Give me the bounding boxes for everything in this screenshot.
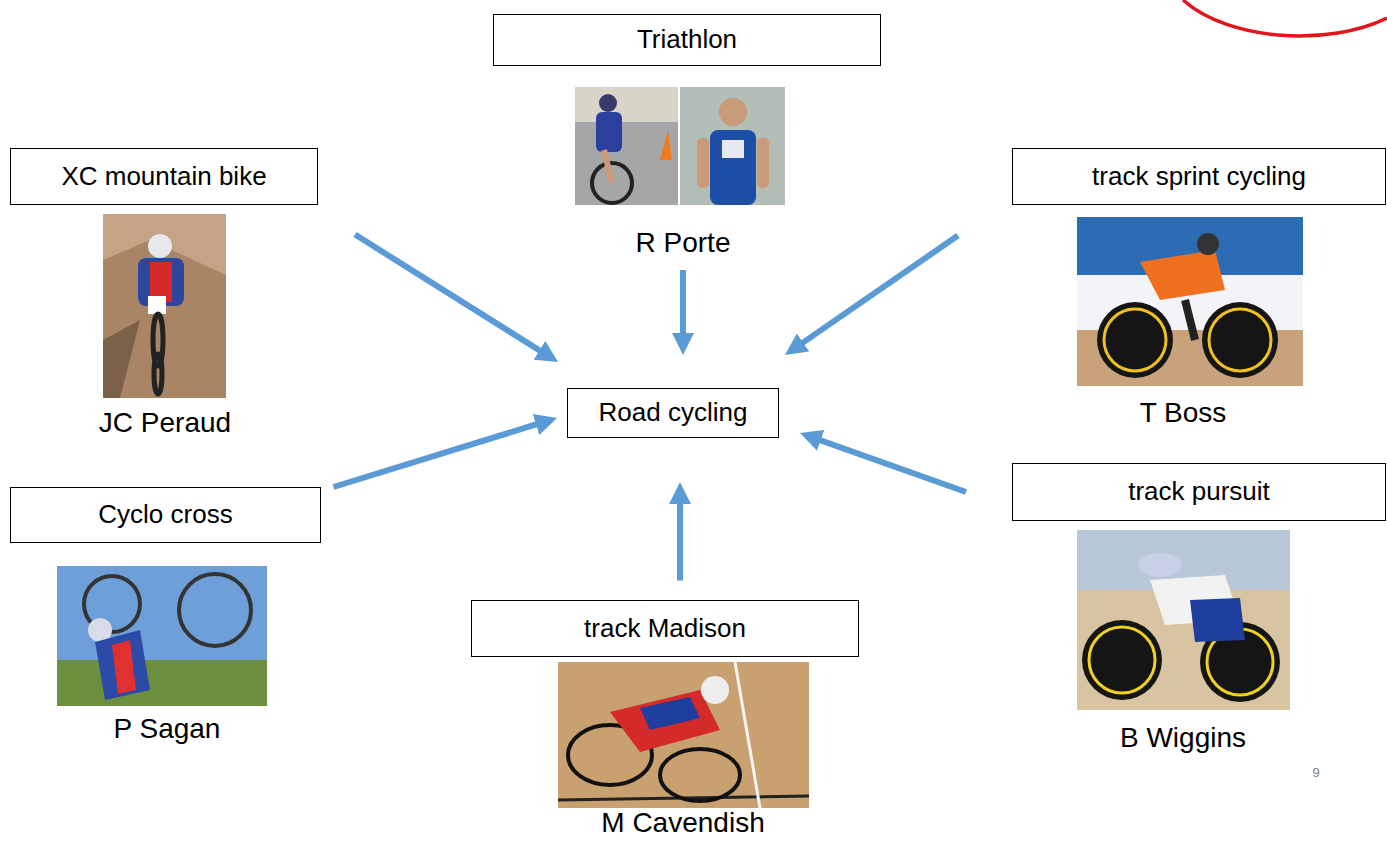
sprint-photo <box>1077 217 1303 386</box>
runner-logo <box>722 140 744 158</box>
disc-wheel <box>1097 302 1173 378</box>
disc-wheel <box>1082 620 1162 700</box>
photo-grass <box>57 660 267 706</box>
box-label: track sprint cycling <box>1092 162 1306 192</box>
rider-helmet <box>1197 233 1219 255</box>
rider-body <box>596 112 622 152</box>
arrow-connector <box>334 423 542 487</box>
photo-rocks <box>103 214 226 398</box>
photo-track <box>1077 530 1290 710</box>
rider-shorts <box>1190 598 1245 642</box>
athlete-name: T Boss <box>1140 398 1227 429</box>
rider-helmet <box>1138 553 1182 577</box>
bike-wheel <box>179 574 251 646</box>
page-number: 9 <box>1312 766 1319 780</box>
athlete-name: B Wiggins <box>1120 723 1246 754</box>
photo-ground <box>575 87 678 205</box>
runner-top <box>710 130 756 205</box>
rider-jersey-stripe <box>640 697 700 730</box>
arrow-connector <box>355 235 544 354</box>
photo-track <box>558 662 809 808</box>
wheel-rim <box>1089 627 1155 693</box>
disc-wheel <box>1202 302 1278 378</box>
rider-leg <box>604 150 612 183</box>
madison-photo <box>558 662 809 808</box>
rider-leg <box>1185 300 1195 340</box>
arrow-connector <box>677 498 683 581</box>
xc-photo <box>103 214 226 398</box>
cyclocross-photo <box>57 566 267 706</box>
box-label: Road cycling <box>599 398 748 428</box>
runner-arm <box>757 138 769 188</box>
triathlon-photo-run <box>680 87 785 205</box>
photo-sky <box>57 566 267 706</box>
red-arc <box>1183 0 1387 36</box>
wheel-rim <box>1104 309 1166 371</box>
pursuit-photo <box>1077 530 1290 710</box>
track-line <box>735 662 760 808</box>
discipline-box: Cyclo cross <box>10 487 321 543</box>
box-label: Cyclo cross <box>98 500 232 530</box>
discipline-box: XC mountain bike <box>10 148 318 205</box>
box-label: XC mountain bike <box>61 162 266 192</box>
box-label: track pursuit <box>1128 477 1270 507</box>
triathlon-photo-bike <box>575 87 678 205</box>
arrow-connector <box>680 270 686 339</box>
runner-arm <box>697 138 709 188</box>
photo-stands <box>1077 217 1303 386</box>
photo-backdrop <box>680 87 785 205</box>
runner-head <box>719 98 747 126</box>
discipline-box: Road cycling <box>567 388 779 438</box>
discipline-box: track Madison <box>471 600 859 657</box>
photo-rocks <box>103 320 140 398</box>
rider-helmet <box>701 676 729 704</box>
discipline-box: track pursuit <box>1012 463 1386 521</box>
discipline-box: track sprint cycling <box>1012 148 1386 205</box>
wheel-rim <box>1209 309 1271 371</box>
athlete-name: JC Peraud <box>99 408 231 439</box>
race-number <box>148 296 166 314</box>
discipline-box: Triathlon <box>493 14 881 66</box>
rider-helmet <box>599 94 617 112</box>
arrow-connector <box>798 236 958 346</box>
athlete-name: P Sagan <box>114 714 221 745</box>
box-label: Triathlon <box>637 25 737 55</box>
rider-jersey <box>1140 250 1225 300</box>
rider-jersey-stripe <box>112 640 136 694</box>
rider-jersey <box>610 690 720 752</box>
box-label: track Madison <box>584 614 746 644</box>
rider-helmet <box>148 234 172 258</box>
bike-wheel <box>154 354 162 394</box>
photo-backdrop <box>575 87 678 122</box>
bike-wheel <box>660 749 740 801</box>
arrow-connector <box>815 438 966 492</box>
athlete-name: M Cavendish <box>601 808 764 839</box>
traffic-cone <box>660 130 672 160</box>
rider-jersey <box>95 630 150 700</box>
athlete-name: R Porte <box>636 228 731 259</box>
rider-helmet <box>88 618 112 642</box>
